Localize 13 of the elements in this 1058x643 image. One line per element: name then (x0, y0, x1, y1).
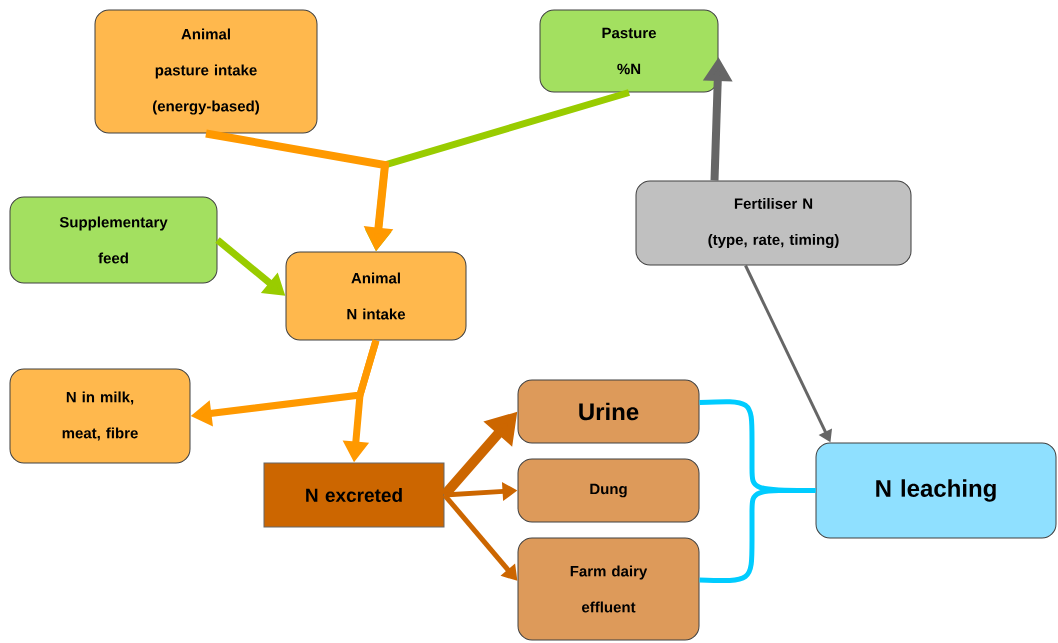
process-box: N in milk, meat, fibre (9, 368, 191, 464)
process-box: Urine (517, 379, 700, 444)
process-box: Animal N intake (285, 251, 467, 341)
arrow (442, 493, 518, 581)
process-box: Farm dairy effluent (517, 537, 700, 641)
process-box: N leaching (815, 442, 1057, 539)
process-box: Fertiliser N (type, rate, timing) (635, 180, 912, 266)
brace-connector (699, 487, 816, 584)
process-box: Dung (517, 458, 700, 523)
process-box: Animal pasture intake (energy-based) (94, 9, 318, 134)
process-box: N excreted (263, 462, 445, 528)
process-box: Supplementary feed (9, 196, 218, 284)
process-box: Pasture %N (539, 9, 719, 93)
